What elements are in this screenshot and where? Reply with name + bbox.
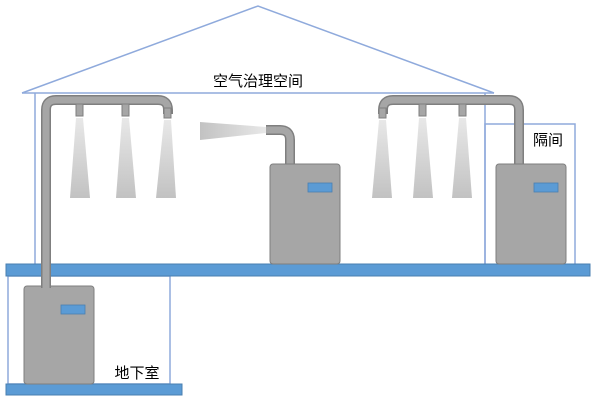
- unit-display-panel: [60, 304, 86, 315]
- nozzle: [418, 103, 427, 117]
- air-spray: [452, 118, 472, 198]
- nozzle: [163, 107, 172, 119]
- floor-slab: [5, 263, 591, 277]
- left-supply-duct-fill: [42, 96, 172, 290]
- left-supply-duct: [41, 95, 173, 290]
- nozzle: [378, 107, 387, 119]
- unit-display-panel: [307, 182, 333, 193]
- right-supply-duct: [378, 95, 524, 164]
- air-spray: [70, 118, 90, 198]
- nozzle: [75, 103, 84, 117]
- air-spray: [413, 118, 433, 198]
- label-basement: 地下室: [114, 364, 159, 382]
- air-treatment-unit-compartment: [495, 163, 567, 265]
- nozzle: [458, 103, 467, 117]
- air-spray: [116, 118, 136, 198]
- air-treatment-unit-center: [269, 163, 341, 265]
- nozzle: [121, 103, 130, 117]
- label-main-space: 空气治理空间: [213, 72, 303, 90]
- unit-display-panel: [533, 182, 559, 193]
- label-compartment: 隔间: [533, 131, 563, 149]
- center-outlet-duct-fill: [266, 126, 294, 166]
- air-spray: [156, 120, 176, 198]
- basement-floor-slab: [5, 383, 183, 396]
- roof-outline: [21, 5, 495, 94]
- air-treatment-unit-basement: [23, 285, 95, 385]
- air-spray: [372, 120, 392, 198]
- right-supply-duct-fill: [379, 96, 523, 164]
- air-spray-horizontal: [200, 122, 266, 140]
